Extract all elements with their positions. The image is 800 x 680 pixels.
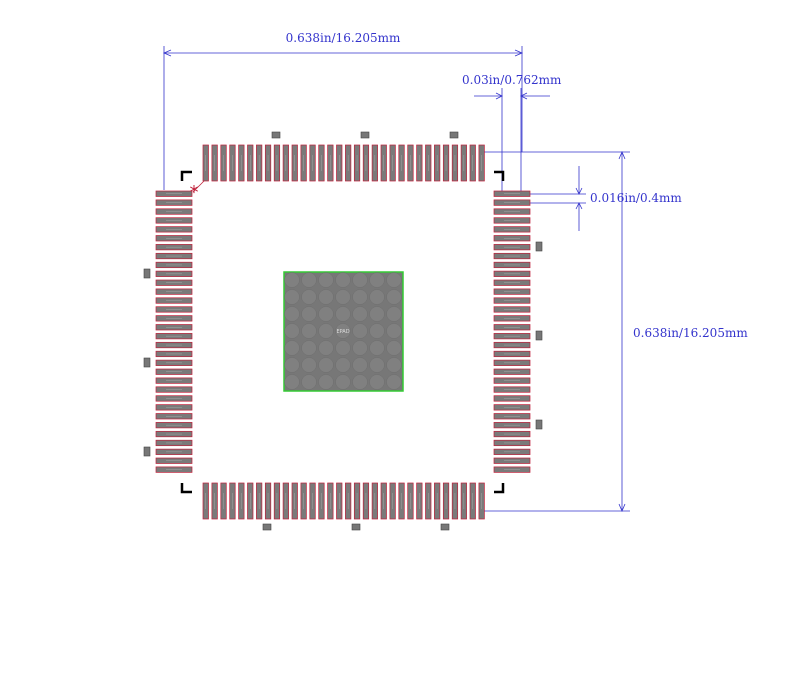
thermal-via bbox=[301, 357, 317, 373]
thermal-via bbox=[318, 323, 334, 339]
thermal-via bbox=[301, 323, 317, 339]
fiducial-top-3 bbox=[449, 131, 459, 139]
pads-left-column bbox=[155, 190, 193, 473]
thermal-via bbox=[335, 306, 351, 322]
thermal-via bbox=[386, 306, 402, 322]
dimension-pin-width bbox=[474, 88, 550, 192]
thermal-via bbox=[301, 289, 317, 305]
thermal-via bbox=[335, 323, 351, 339]
silkscreen-outline bbox=[180, 170, 505, 494]
thermal-via bbox=[318, 306, 334, 322]
fiducial-left-1 bbox=[143, 268, 151, 279]
thermal-via bbox=[369, 306, 385, 322]
thermal-via bbox=[335, 272, 351, 288]
thermal-via bbox=[335, 340, 351, 356]
thermal-via bbox=[335, 289, 351, 305]
thermal-via bbox=[352, 306, 368, 322]
thermal-via bbox=[352, 374, 368, 390]
fiducial-left-2 bbox=[143, 357, 151, 368]
dimension-top-width-label: 0.638in/16.205mm bbox=[286, 31, 401, 45]
pads-bottom-row bbox=[202, 482, 485, 520]
fiducial-marks bbox=[143, 131, 543, 531]
thermal-via bbox=[386, 340, 402, 356]
thermal-via bbox=[318, 289, 334, 305]
thermal-via bbox=[318, 357, 334, 373]
thermal-via bbox=[318, 272, 334, 288]
thermal-via-grid bbox=[284, 272, 402, 390]
thermal-via bbox=[352, 323, 368, 339]
dimension-pin-width-label: 0.03in/0.762mm bbox=[462, 73, 562, 87]
pin1-marker-glyph: * bbox=[190, 182, 199, 203]
thermal-via bbox=[352, 357, 368, 373]
thermal-via bbox=[318, 340, 334, 356]
thermal-via bbox=[369, 272, 385, 288]
thermal-via bbox=[386, 289, 402, 305]
thermal-pad-label: EPAD bbox=[336, 329, 349, 335]
thermal-via bbox=[369, 289, 385, 305]
thermal-via bbox=[386, 272, 402, 288]
thermal-via bbox=[369, 323, 385, 339]
thermal-via bbox=[352, 289, 368, 305]
thermal-pad: EPAD bbox=[283, 271, 404, 392]
thermal-via bbox=[284, 374, 300, 390]
thermal-via bbox=[369, 374, 385, 390]
dimension-pitch-label: 0.016in/0.4mm bbox=[590, 191, 682, 205]
fiducial-bottom-1 bbox=[262, 523, 272, 531]
thermal-via bbox=[284, 340, 300, 356]
thermal-via bbox=[284, 323, 300, 339]
thermal-via bbox=[301, 306, 317, 322]
thermal-via bbox=[301, 374, 317, 390]
dimension-top-width bbox=[162, 46, 524, 190]
thermal-via bbox=[369, 357, 385, 373]
thermal-via bbox=[352, 272, 368, 288]
fiducial-bottom-3 bbox=[440, 523, 450, 531]
fiducial-top-1 bbox=[271, 131, 281, 139]
thermal-via bbox=[301, 340, 317, 356]
thermal-via bbox=[369, 340, 385, 356]
thermal-via bbox=[318, 374, 334, 390]
dimension-right-height-label: 0.638in/16.205mm bbox=[633, 326, 748, 340]
thermal-via bbox=[335, 374, 351, 390]
thermal-via bbox=[386, 374, 402, 390]
thermal-via bbox=[386, 357, 402, 373]
fiducial-right-1 bbox=[535, 241, 543, 252]
pads-right-column bbox=[493, 190, 531, 473]
fiducial-right-2 bbox=[535, 330, 543, 341]
thermal-via bbox=[386, 323, 402, 339]
thermal-via bbox=[284, 272, 300, 288]
fiducial-bottom-2 bbox=[351, 523, 361, 531]
thermal-via bbox=[284, 306, 300, 322]
fiducial-top-2 bbox=[360, 131, 370, 139]
thermal-via bbox=[352, 340, 368, 356]
fiducial-left-3 bbox=[143, 446, 151, 457]
thermal-via bbox=[284, 357, 300, 373]
thermal-via bbox=[284, 289, 300, 305]
thermal-via bbox=[301, 272, 317, 288]
fiducial-right-3 bbox=[535, 419, 543, 430]
dimension-right-height bbox=[484, 150, 630, 513]
pads-top-row bbox=[202, 144, 485, 182]
thermal-via bbox=[335, 357, 351, 373]
